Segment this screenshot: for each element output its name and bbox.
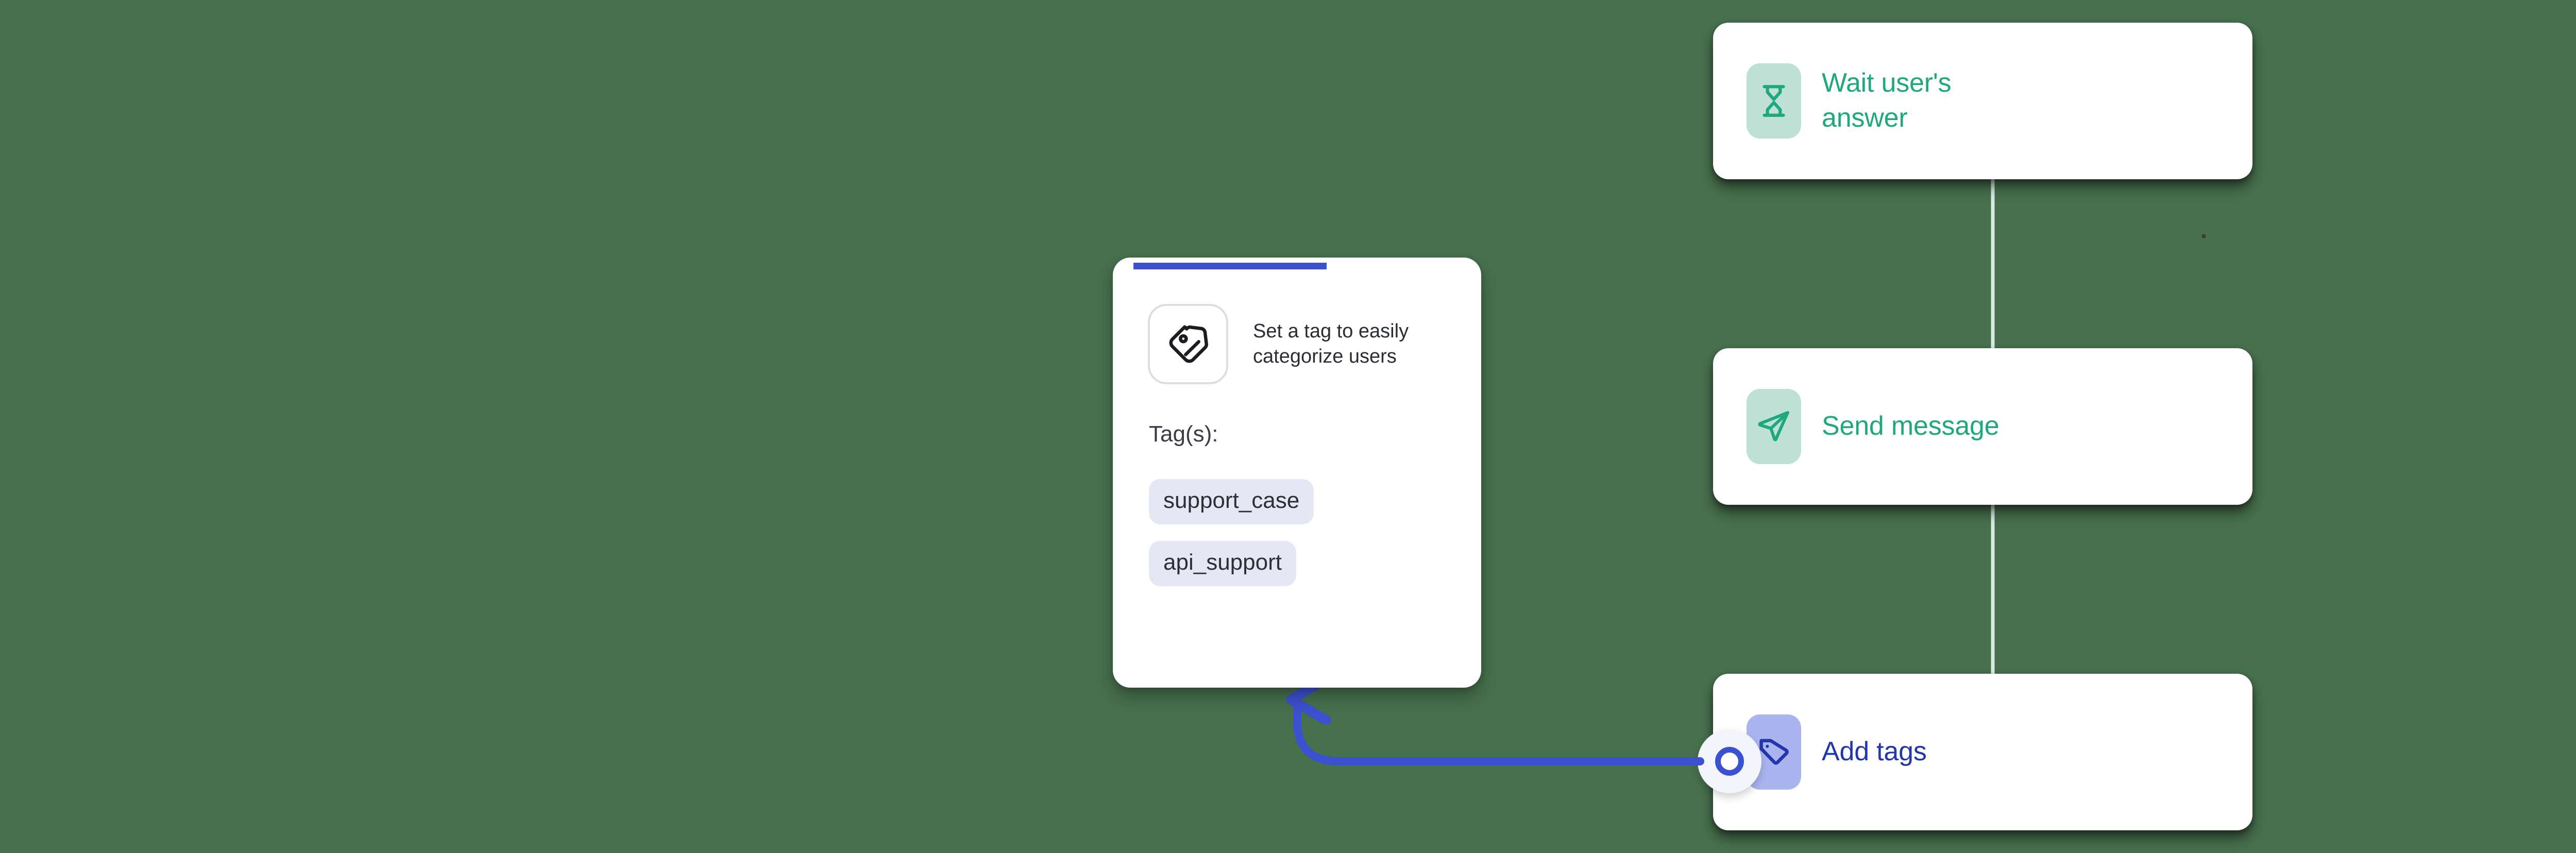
tag-config-popover[interactable]: Set a tag to easily categorize users Tag… (1113, 258, 1481, 688)
flow-node-label: Wait user's answer (1822, 68, 1952, 133)
port-ring-icon (1715, 747, 1744, 776)
canvas-dot-marker (2202, 234, 2206, 238)
tag-outline-icon (1169, 325, 1208, 363)
flow-node-send-message[interactable]: Send message (1713, 348, 2252, 505)
flow-node-label: Send message (1822, 411, 1999, 441)
popover-field-label: Tag(s): (1149, 421, 1218, 447)
tag-chip-list: support_case api_support (1149, 479, 1314, 586)
paper-plane-icon-tile (1747, 389, 1801, 464)
flow-node-wait-user-answer[interactable]: Wait user's answer (1713, 23, 2252, 179)
tag-outline-icon-box (1148, 304, 1228, 384)
tag-chip[interactable]: api_support (1149, 541, 1296, 586)
popover-header: Set a tag to easily categorize users (1148, 304, 1423, 384)
flow-node-label: Add tags (1822, 737, 1927, 767)
flow-node-add-tags[interactable]: Add tags (1713, 674, 2252, 830)
tag-icon (1759, 739, 1789, 765)
popover-accent-bar (1133, 263, 1327, 269)
node-port-add-tags-left[interactable] (1698, 729, 1761, 793)
paper-plane-icon (1758, 411, 1789, 441)
hourglass-icon-tile (1747, 63, 1801, 139)
tag-chip[interactable]: support_case (1149, 479, 1314, 524)
hourglass-icon (1762, 85, 1785, 117)
popover-description: Set a tag to easily categorize users (1253, 320, 1409, 367)
edge-addtags-to-popover (1297, 700, 1704, 765)
